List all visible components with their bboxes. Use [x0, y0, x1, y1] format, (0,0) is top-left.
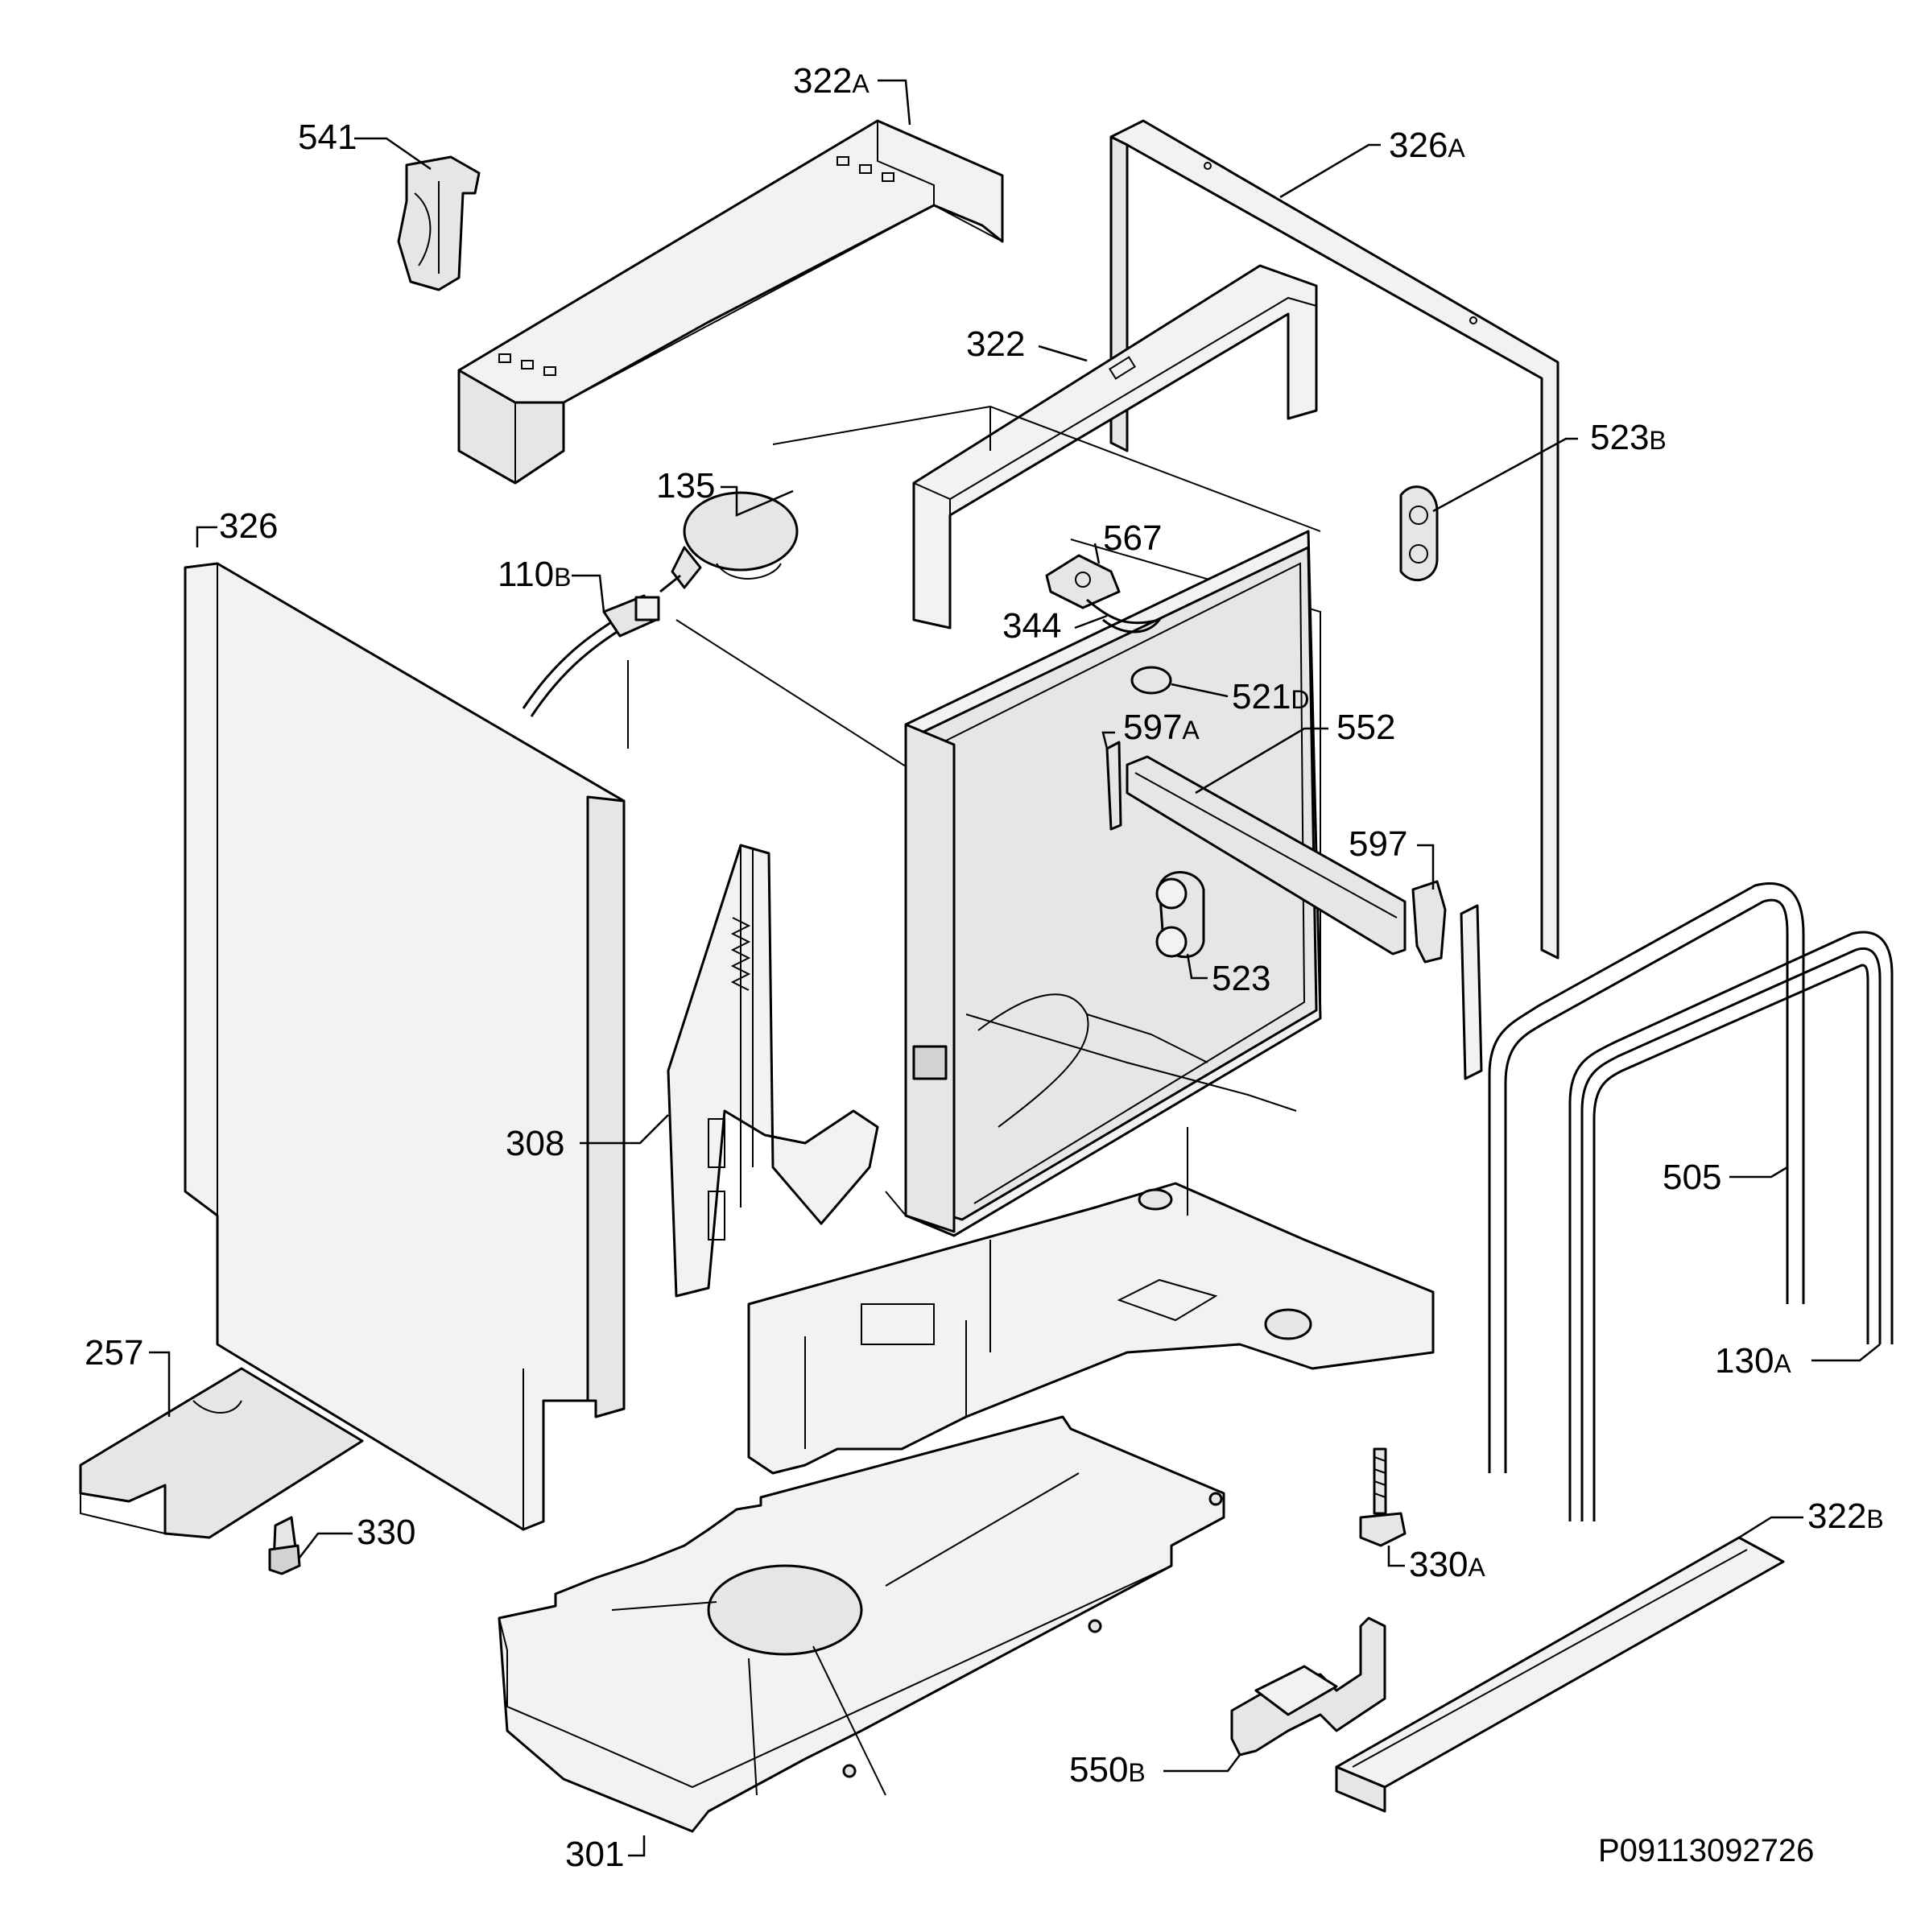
label-130a: 130A	[1715, 1341, 1791, 1381]
part-550b-bracket	[1230, 1616, 1386, 1757]
tub-door-frame	[885, 530, 1322, 1237]
label-505: 505	[1663, 1158, 1721, 1197]
part-523-bumper	[1155, 871, 1205, 959]
part-330-foot	[268, 1516, 301, 1575]
label-521d: 521D	[1232, 677, 1310, 716]
label-322a: 322A	[793, 61, 870, 101]
label-597: 597	[1349, 824, 1407, 864]
label-523b: 523B	[1590, 418, 1667, 457]
label-326: 326	[219, 506, 278, 546]
label-322b: 322B	[1807, 1496, 1884, 1536]
part-322-front-frame	[912, 264, 1318, 630]
part-130a-seal	[1568, 931, 1894, 1521]
base-plate	[747, 1127, 1435, 1475]
tub-side-rail	[904, 723, 956, 1233]
part-257-foot-cover	[79, 1367, 364, 1539]
part-541-clip	[397, 155, 481, 291]
part-110b-hose	[522, 594, 660, 717]
part-552-rail	[1126, 755, 1407, 956]
label-257: 257	[85, 1333, 143, 1373]
part-322b-kickplate	[1335, 1536, 1785, 1813]
label-523: 523	[1212, 959, 1270, 998]
label-322: 322	[966, 324, 1025, 364]
part-567-bracket	[1045, 554, 1121, 609]
label-567: 567	[1103, 518, 1162, 558]
leader-lines	[149, 79, 1881, 1857]
label-330: 330	[357, 1513, 415, 1552]
label-541: 541	[298, 118, 357, 157]
label-552: 552	[1336, 708, 1395, 747]
label-308: 308	[506, 1124, 564, 1163]
part-135-container	[659, 491, 799, 593]
part-521d-plug	[1130, 666, 1172, 695]
part-505-seal	[1488, 882, 1805, 1473]
label-597a: 597A	[1123, 708, 1200, 747]
part-301-base-tray	[498, 1415, 1225, 1833]
part-597a-clip	[1105, 741, 1122, 831]
label-110b: 110B	[498, 555, 572, 594]
part-597-clip	[1411, 880, 1447, 964]
label-135: 135	[656, 466, 715, 506]
part-344-spring	[1086, 598, 1163, 634]
drawing-code: P09113092726	[1598, 1833, 1814, 1868]
label-326a: 326A	[1389, 126, 1465, 165]
label-301: 301	[565, 1835, 624, 1874]
part-322a-holes	[498, 156, 894, 376]
part-308-hinge	[667, 844, 879, 1298]
part-labels: 322A 541 326A 322 523B 135 326 110B 567 …	[85, 61, 1884, 1874]
part-326-side-panel	[184, 562, 626, 1531]
label-330a: 330A	[1409, 1545, 1485, 1584]
label-550b: 550B	[1069, 1750, 1146, 1790]
part-326a-back-panel	[1109, 119, 1559, 1080]
part-322a-top-frame	[457, 119, 1004, 485]
label-344: 344	[1002, 606, 1061, 646]
part-523b-bumper	[1399, 485, 1439, 582]
part-330a-foot	[1359, 1447, 1407, 1547]
